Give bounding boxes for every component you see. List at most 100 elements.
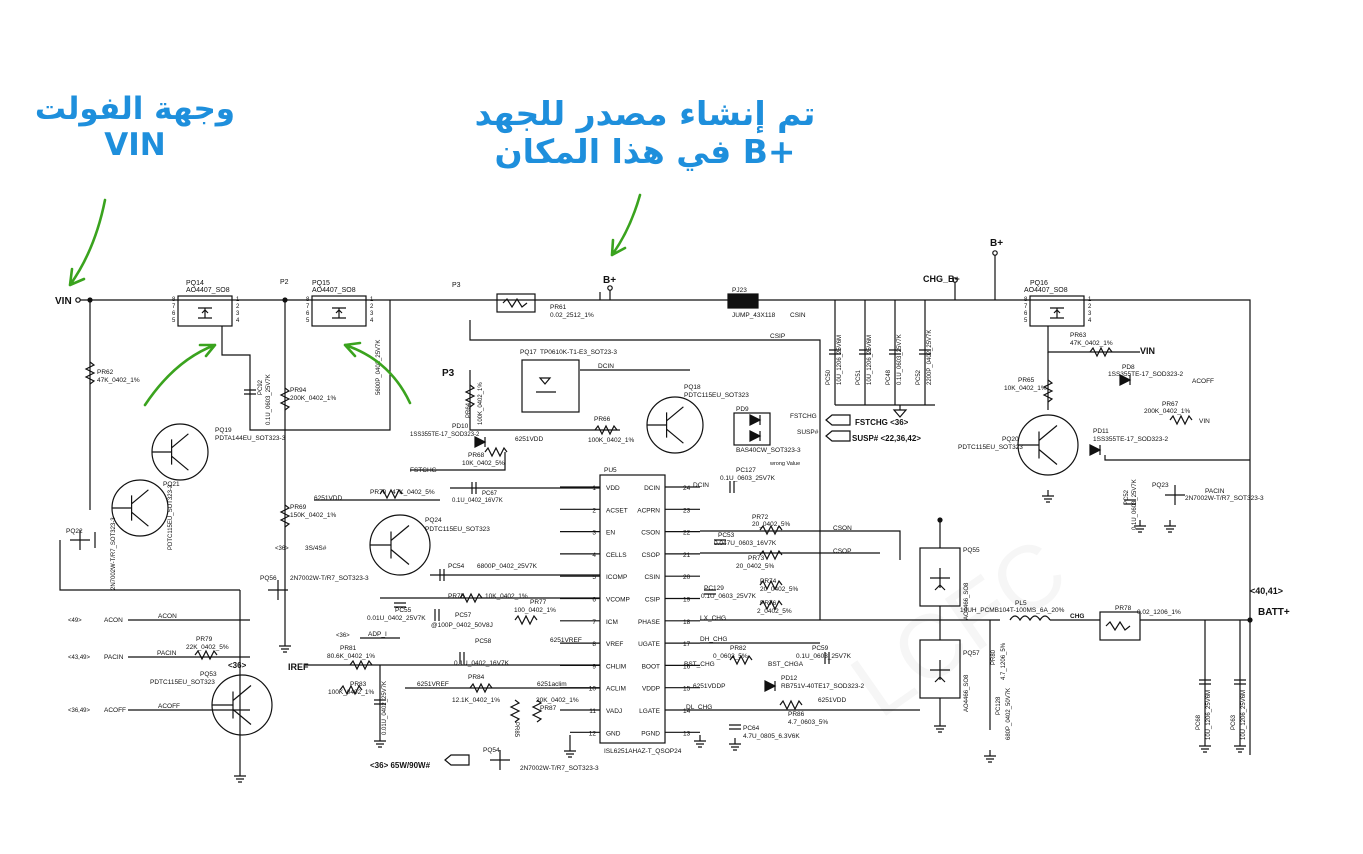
ground-symbol <box>564 745 576 758</box>
pr62-value: 47K_0402_1% <box>97 377 140 384</box>
pd8-ref: PD8 <box>1122 364 1135 371</box>
pc129-ref: PC129 <box>704 585 724 592</box>
pd10-diode <box>474 436 487 448</box>
pq15-pin: 7 <box>306 304 310 310</box>
pq16-pin: 5 <box>1024 318 1028 324</box>
pl5-ref: PL5 <box>1015 600 1027 607</box>
pq23-value: 2N7002W-T/R7_SOT323-3 <box>1185 495 1264 502</box>
port-adp-i: ADP_I <box>368 631 387 638</box>
pr73-ref: PR73 <box>748 555 765 562</box>
pc-bulk-value: 0.1U_0603_25V7K <box>897 334 903 385</box>
sig-dlchg: DL_CHG <box>686 704 712 711</box>
pr85-resistor <box>509 699 521 723</box>
pq14-pin: 6 <box>172 311 176 317</box>
bplus-annotation: تم إنشاء مصدر للجهد +B في هذا المكان <box>455 95 835 171</box>
pu5-pin-num: 14 <box>683 708 691 715</box>
sig-3s4s: 3S/4S# <box>305 545 327 552</box>
ground-symbol <box>694 735 706 748</box>
pr76-resistor <box>759 599 783 611</box>
pc68-capacitor <box>1199 679 1211 685</box>
pu5-pin-num: 22 <box>683 530 691 537</box>
pr86-value: 4.7_0603_5% <box>788 719 828 726</box>
pq16-pin: 7 <box>1024 304 1028 310</box>
pu5-pin-num: 12 <box>589 730 597 737</box>
pq19-value: PDTA144EU_SOT323-3 <box>215 435 286 442</box>
pr65-value: 10K_0402_1% <box>1004 385 1047 392</box>
pq14-pin: 7 <box>172 304 176 310</box>
pc128-ref: PC128 <box>996 696 1002 715</box>
pq15-pin: 1 <box>370 297 374 303</box>
pr84-ref: PR84 <box>468 674 485 681</box>
ground-symbol <box>892 405 908 418</box>
sig-lxchg: LX_CHG <box>700 615 726 622</box>
pq16-pin: 2 <box>1088 304 1092 310</box>
pr66-ref: PR66 <box>594 416 611 423</box>
pr70-value: 47K_0402_5% <box>392 489 435 496</box>
pr75-resistor <box>459 592 483 604</box>
port-adp-i-tag: <36> <box>336 633 350 639</box>
pq24-ref: PQ24 <box>425 517 442 524</box>
ground-symbol <box>1134 520 1146 533</box>
pu5-pin-acprn: ACPRN <box>637 507 660 514</box>
pc58-value: 0.1U_0402_16V7K <box>454 660 510 667</box>
pd12-value: RB751V-40TE17_SOD323-2 <box>781 683 864 690</box>
pr76-value: 2_0402_5% <box>757 608 792 615</box>
pr67-value: 200K_0402_1% <box>1144 408 1190 415</box>
pq14-value: AO4407_SO8 <box>186 287 230 294</box>
pc63-ref: PC63 <box>1231 714 1237 730</box>
wire <box>221 300 391 431</box>
pc57-value: @100P_0402_50V8J <box>431 622 493 629</box>
pc62-capacitor <box>374 699 386 705</box>
sig-csop: CSOP <box>833 548 851 555</box>
pc63-capacitor <box>1234 679 1246 685</box>
pr72-ref: PR72 <box>752 514 769 521</box>
pq56-value: 2N7002W-T/R7_SOT323-3 <box>290 575 369 582</box>
pr78-value: 0.02_1206_1% <box>1137 609 1181 616</box>
pc57-capacitor <box>434 609 440 621</box>
pq15-pin: 2 <box>370 304 374 310</box>
pq53-value: PDTC115EU_SOT323 <box>150 679 215 686</box>
pu5-pin-num: 9 <box>592 663 596 670</box>
pu5-pin-num: 4 <box>592 552 596 559</box>
bulk-cap <box>829 349 841 355</box>
wire <box>410 452 506 471</box>
pq53-symbol <box>212 685 252 725</box>
pr62-resistor <box>84 361 96 385</box>
pd8-diode <box>1119 374 1132 386</box>
pq16-pin: 6 <box>1024 311 1028 317</box>
pd12-diode <box>764 680 777 692</box>
pq19-ref: PQ19 <box>215 427 232 434</box>
pc128-value: 680P_0402_50V7K <box>1006 688 1012 740</box>
pr64-value: 100K_0402_1% <box>478 382 484 425</box>
sig-pacin: PACIN <box>157 650 177 657</box>
pd10-value: 1SS355TE-17_SOD323-2 <box>410 432 480 438</box>
pr66-value: 100K_0402_1% <box>588 437 634 444</box>
pu5-pin-icomp: ICOMP <box>606 574 627 581</box>
pu5-pin-cson: CSON <box>641 530 660 537</box>
w65-label: <36> 65W/90W# <box>370 761 431 770</box>
pr64-ref: PR64 <box>466 402 472 418</box>
junction-dot <box>1247 617 1253 623</box>
pq14-pin: 8 <box>172 297 176 303</box>
bulk-cap <box>859 349 871 355</box>
pc57-ref: PC57 <box>455 612 472 619</box>
pr81-resistor <box>349 659 373 671</box>
sig-6251vref2: 6251VREF <box>417 681 449 688</box>
p3-net-label: P3 <box>452 282 461 289</box>
pr65-resistor <box>1042 379 1054 403</box>
pr69-value: 150K_0402_1% <box>290 512 336 519</box>
pq16-ref: PQ16 <box>1030 280 1048 287</box>
pr79-value: 22K_0402_5% <box>186 644 229 651</box>
pc92-ref: PC92 <box>258 379 264 395</box>
wire <box>469 320 821 620</box>
ground-symbol <box>984 750 996 763</box>
pc58-capacitor <box>459 652 465 664</box>
pc54-ref: PC54 <box>448 563 465 570</box>
bplus-pin <box>607 285 613 291</box>
pr70-resistor <box>379 488 403 500</box>
vin-annotation: وجهة الفولت VIN <box>20 91 250 163</box>
bplus-right-net-label: B+ <box>990 238 1003 249</box>
bplus-right-pin <box>992 250 998 256</box>
pu5-pin-icm: ICM <box>606 619 618 626</box>
